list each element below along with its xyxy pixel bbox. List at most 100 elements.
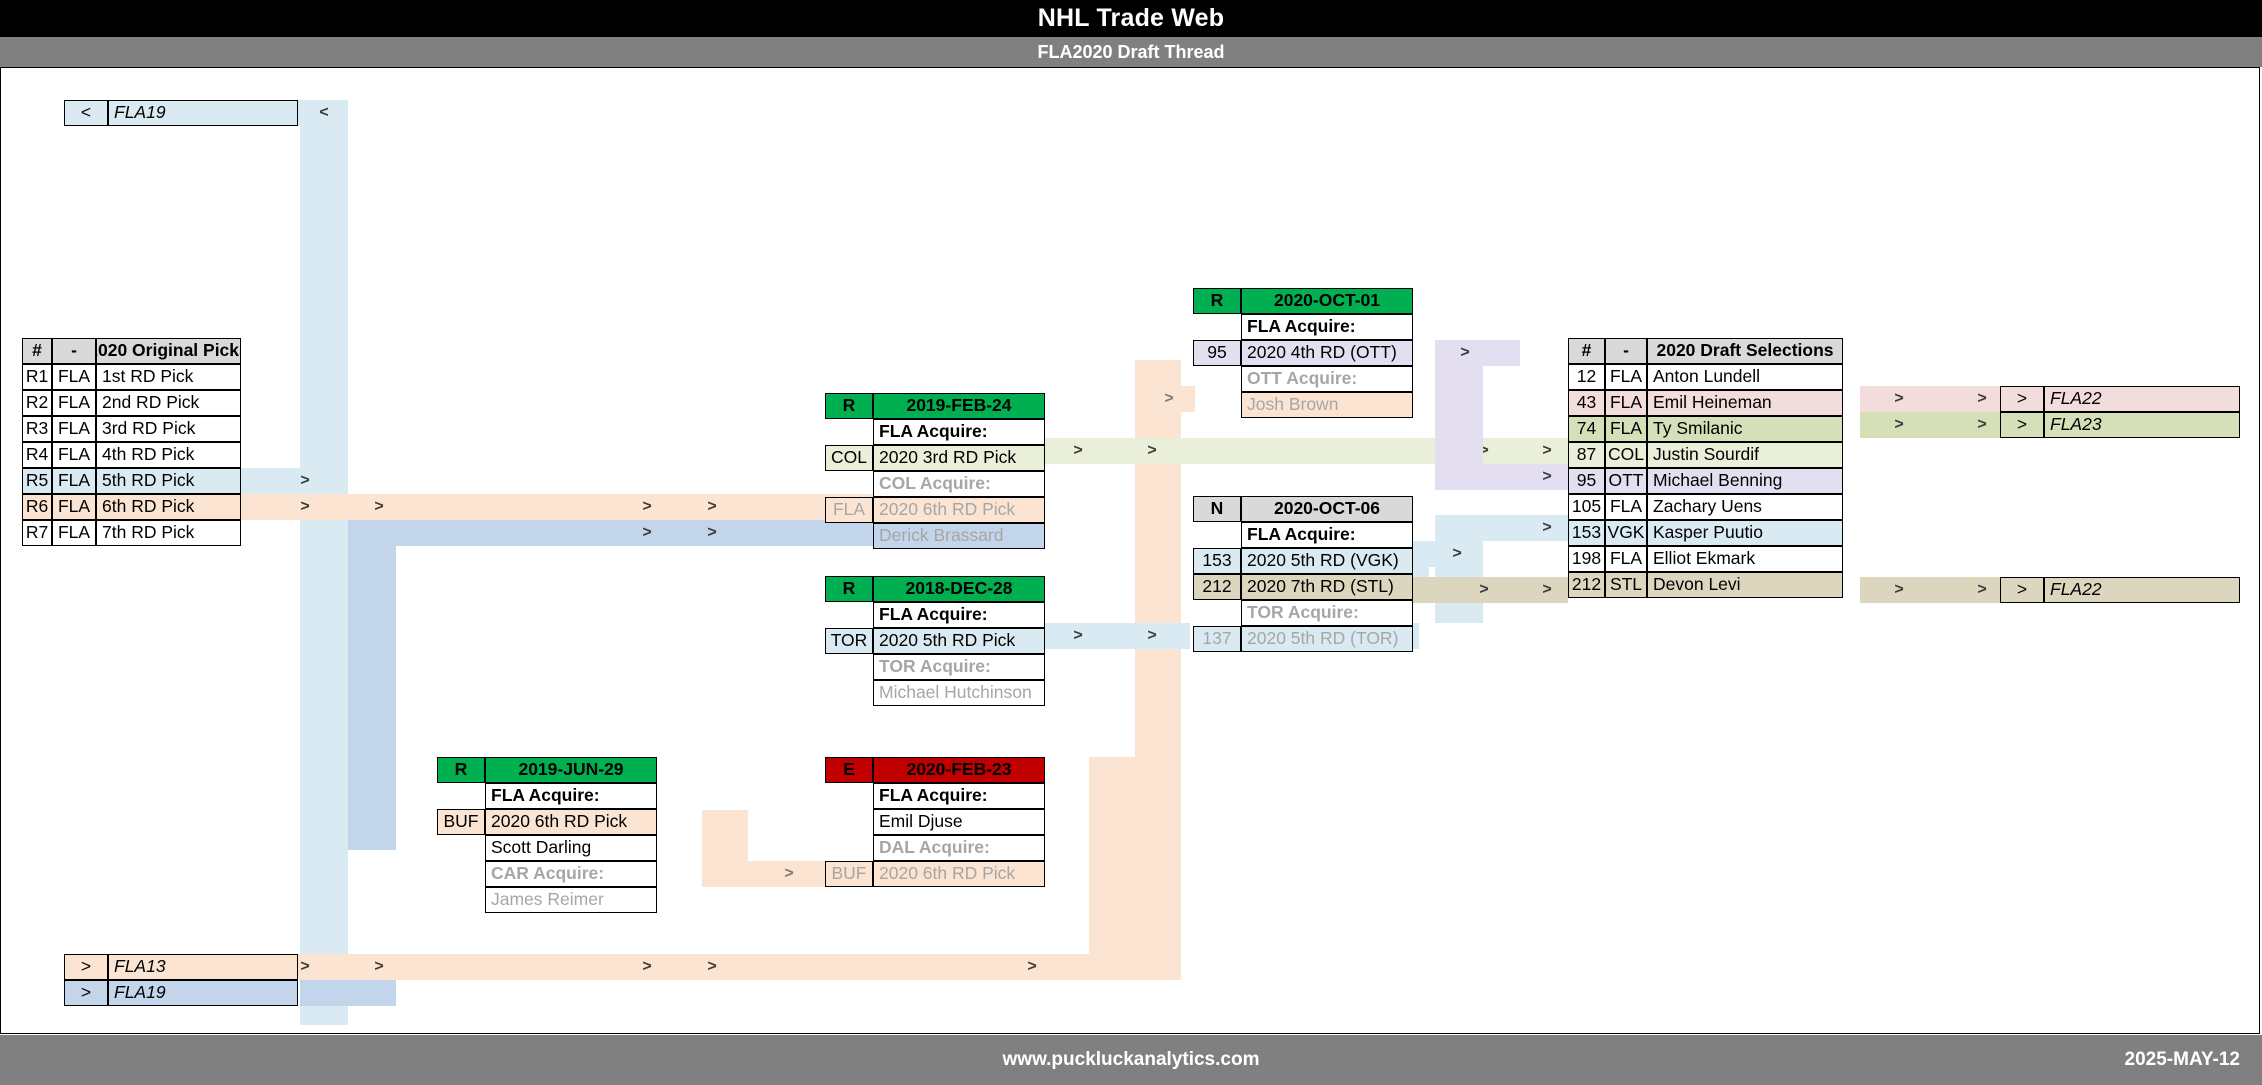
origin-row-team[interactable]: FLA	[52, 390, 96, 416]
thread-tag-arrow-icon[interactable]: >	[2000, 577, 2044, 603]
selection-row-team[interactable]: STL	[1605, 572, 1647, 598]
thread-tag-arrow-icon[interactable]: >	[64, 954, 108, 980]
selection-row-label[interactable]: Anton Lundell	[1647, 364, 1843, 390]
origin-row-label[interactable]: 5th RD Pick	[96, 468, 241, 494]
origin-row-num[interactable]: R2	[22, 390, 52, 416]
trade-asset-code[interactable]: 212	[1193, 574, 1241, 600]
trade-kind-chip[interactable]: E	[825, 757, 873, 783]
trade-asset-code[interactable]: BUF	[437, 809, 485, 835]
trade-date-header[interactable]: 2020-FEB-23	[873, 757, 1045, 783]
trade-counter-label-text[interactable]: Derick Brassard	[873, 523, 1045, 549]
trade-date-header[interactable]: 2018-DEC-28	[873, 576, 1045, 602]
thread-tag-arrow-icon[interactable]: >	[2000, 412, 2044, 438]
footer-url[interactable]: www.puckluckanalytics.com	[1002, 1049, 1260, 1070]
selection-row-num[interactable]: 43	[1568, 390, 1605, 416]
selection-row-label[interactable]: Devon Levi	[1647, 572, 1843, 598]
trade-counter-label-text[interactable]: Michael Hutchinson	[873, 680, 1045, 706]
trade-asset-label[interactable]: 2020 5th RD (VGK)	[1241, 548, 1413, 574]
trade-date-header[interactable]: 2019-FEB-24	[873, 393, 1045, 419]
selection-row-label[interactable]: Ty Smilanic	[1647, 416, 1843, 442]
origin-row-label[interactable]: 7th RD Pick	[96, 520, 241, 546]
trade-counter-label-text[interactable]: 2020 6th RD Pick	[873, 497, 1045, 523]
selection-row-team[interactable]: FLA	[1605, 494, 1647, 520]
trade-asset-label[interactable]: Scott Darling	[485, 835, 657, 861]
flow-arrow-icon: >	[642, 498, 652, 515]
trade-asset-label[interactable]: 2020 5th RD Pick	[873, 628, 1045, 654]
origin-row-num[interactable]: R6	[22, 494, 52, 520]
selection-table-header-num: #	[1568, 338, 1605, 364]
selection-row-team[interactable]: COL	[1605, 442, 1647, 468]
thread-tag-arrow-icon[interactable]: >	[2000, 386, 2044, 412]
trade-asset-code[interactable]: 153	[1193, 548, 1241, 574]
origin-row-num[interactable]: R7	[22, 520, 52, 546]
origin-row-team[interactable]: FLA	[52, 494, 96, 520]
trade-kind-chip[interactable]: R	[437, 757, 485, 783]
origin-row-label[interactable]: 2nd RD Pick	[96, 390, 241, 416]
trade-date-header[interactable]: 2020-OCT-06	[1241, 496, 1413, 522]
selection-row-team[interactable]: OTT	[1605, 468, 1647, 494]
selection-row-label[interactable]: Emil Heineman	[1647, 390, 1843, 416]
origin-row-team[interactable]: FLA	[52, 364, 96, 390]
selection-row-team[interactable]: FLA	[1605, 416, 1647, 442]
origin-row-label[interactable]: 4th RD Pick	[96, 442, 241, 468]
trade-counter-label-text[interactable]: 2020 5th RD (TOR)	[1241, 626, 1413, 652]
selection-row-team[interactable]: VGK	[1605, 520, 1647, 546]
selection-row-num[interactable]: 12	[1568, 364, 1605, 390]
trade-counter-code[interactable]: FLA	[825, 497, 873, 523]
selection-row-label[interactable]: Justin Sourdif	[1647, 442, 1843, 468]
trade-counter-label-text[interactable]: 2020 6th RD Pick	[873, 861, 1045, 887]
trade-counter-label-text[interactable]: James Reimer	[485, 887, 657, 913]
selection-row-label[interactable]: Kasper Puutio	[1647, 520, 1843, 546]
trade-counter-label-text[interactable]: Josh Brown	[1241, 392, 1413, 418]
selection-row-team[interactable]: FLA	[1605, 546, 1647, 572]
trade-date-header[interactable]: 2019-JUN-29	[485, 757, 657, 783]
trade-kind-chip[interactable]: R	[1193, 288, 1241, 314]
trade-asset-label[interactable]: 2020 7th RD (STL)	[1241, 574, 1413, 600]
trade-kind-chip[interactable]: R	[825, 393, 873, 419]
selection-row-team[interactable]: FLA	[1605, 364, 1647, 390]
origin-row-num[interactable]: R5	[22, 468, 52, 494]
selection-row-team[interactable]: FLA	[1605, 390, 1647, 416]
flow-arrow-icon: >	[300, 958, 310, 975]
origin-row-num[interactable]: R1	[22, 364, 52, 390]
origin-row-team[interactable]: FLA	[52, 416, 96, 442]
selection-row-label[interactable]: Michael Benning	[1647, 468, 1843, 494]
trade-kind-chip[interactable]: R	[825, 576, 873, 602]
selection-row-num[interactable]: 95	[1568, 468, 1605, 494]
thread-tag-fla19-bottom[interactable]: FLA19	[108, 980, 298, 1006]
selection-row-num[interactable]: 87	[1568, 442, 1605, 468]
trade-counter-code[interactable]: BUF	[825, 861, 873, 887]
trade-date-header[interactable]: 2020-OCT-01	[1241, 288, 1413, 314]
thread-tag-arrow-icon[interactable]: >	[64, 980, 108, 1006]
thread-tag-fla22-top[interactable]: FLA22	[2044, 386, 2240, 412]
origin-row-label[interactable]: 1st RD Pick	[96, 364, 241, 390]
trade-asset-label[interactable]: 2020 4th RD (OTT)	[1241, 340, 1413, 366]
selection-row-num[interactable]: 74	[1568, 416, 1605, 442]
trade-asset-code[interactable]: TOR	[825, 628, 873, 654]
trade-kind-chip[interactable]: N	[1193, 496, 1241, 522]
trade-asset-code[interactable]: COL	[825, 445, 873, 471]
thread-tag-fla22-bottom[interactable]: FLA22	[2044, 577, 2240, 603]
trade-asset-code[interactable]: 95	[1193, 340, 1241, 366]
origin-row-num[interactable]: R3	[22, 416, 52, 442]
trade-asset-label[interactable]: Emil Djuse	[873, 809, 1045, 835]
origin-row-team[interactable]: FLA	[52, 442, 96, 468]
origin-row-team[interactable]: FLA	[52, 468, 96, 494]
thread-tag-arrow-icon[interactable]: <	[64, 100, 108, 126]
selection-row-label[interactable]: Zachary Uens	[1647, 494, 1843, 520]
origin-row-label[interactable]: 3rd RD Pick	[96, 416, 241, 442]
selection-row-num[interactable]: 198	[1568, 546, 1605, 572]
trade-counter-code[interactable]: 137	[1193, 626, 1241, 652]
selection-row-num[interactable]: 153	[1568, 520, 1605, 546]
trade-asset-label[interactable]: 2020 3rd RD Pick	[873, 445, 1045, 471]
thread-tag-fla13[interactable]: FLA13	[108, 954, 298, 980]
origin-row-num[interactable]: R4	[22, 442, 52, 468]
selection-row-label[interactable]: Elliot Ekmark	[1647, 546, 1843, 572]
thread-tag-fla19-top[interactable]: FLA19	[108, 100, 298, 126]
thread-tag-fla23[interactable]: FLA23	[2044, 412, 2240, 438]
origin-row-label[interactable]: 6th RD Pick	[96, 494, 241, 520]
selection-row-num[interactable]: 212	[1568, 572, 1605, 598]
trade-asset-label[interactable]: 2020 6th RD Pick	[485, 809, 657, 835]
origin-row-team[interactable]: FLA	[52, 520, 96, 546]
selection-row-num[interactable]: 105	[1568, 494, 1605, 520]
